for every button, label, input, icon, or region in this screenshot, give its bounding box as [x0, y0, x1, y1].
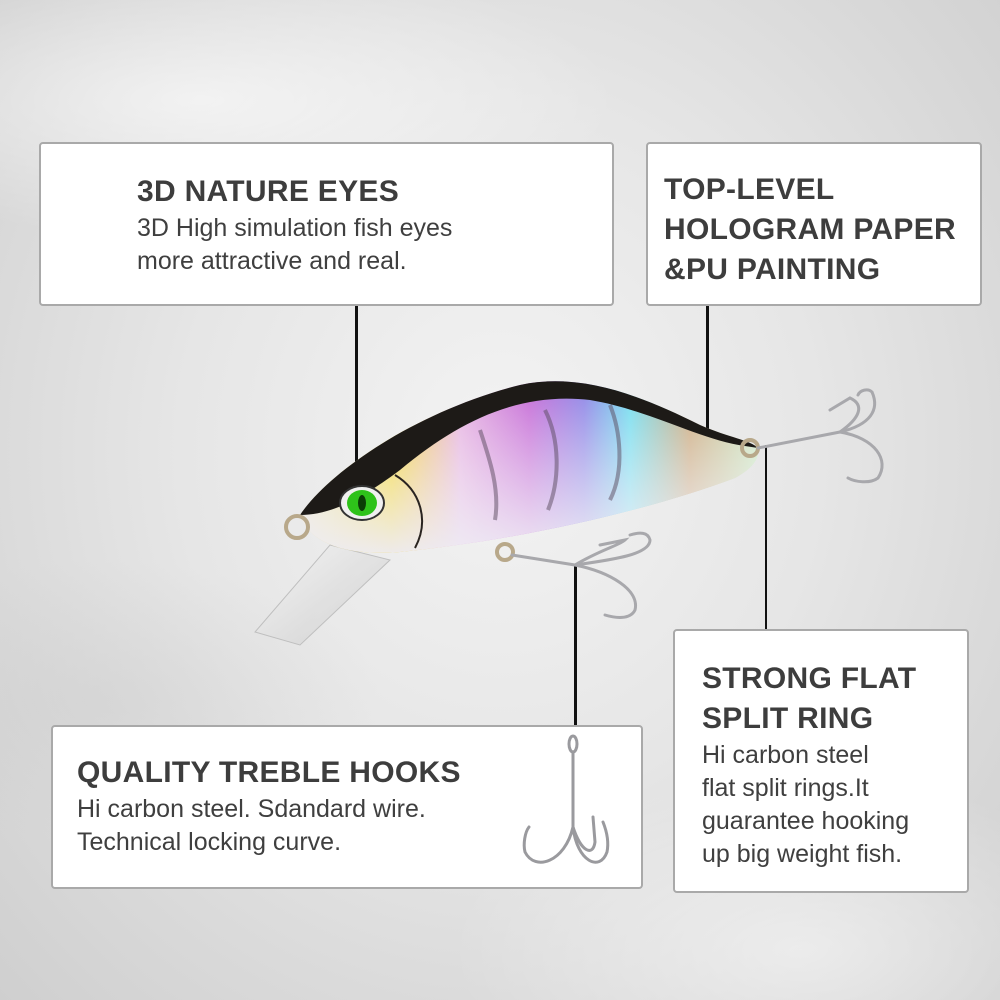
- connector-line-hologram: [706, 305, 709, 445]
- callout-body-line: Hi carbon steel: [702, 741, 869, 769]
- callout-hologram-paper: TOP-LEVEL HOLOGRAM PAPER &PU PAINTING: [646, 142, 982, 306]
- treble-hook-icon: [522, 734, 610, 864]
- callout-title-line: STRONG FLAT: [702, 662, 917, 695]
- callout-title: 3D NATURE EYES: [137, 175, 400, 208]
- callout-body-line: Technical locking curve.: [77, 828, 342, 856]
- callout-3d-nature-eyes: 3D NATURE EYES 3D High simulation fish e…: [39, 142, 614, 306]
- callout-title: QUALITY TREBLE HOOKS: [77, 756, 461, 789]
- callout-title-line: TOP-LEVEL: [664, 173, 835, 206]
- callout-title-line: &PU PAINTING: [664, 253, 881, 286]
- connector-line-eyes: [355, 305, 358, 495]
- connector-line-split-ring: [765, 445, 767, 630]
- callout-body-line: guarantee hooking: [702, 807, 910, 835]
- callout-body-line: Hi carbon steel. Sdandard wire.: [77, 795, 426, 823]
- callout-body-line: up big weight fish.: [702, 840, 903, 868]
- connector-line-hooks: [574, 565, 577, 725]
- callout-body-line: 3D High simulation fish eyes: [137, 214, 453, 242]
- callout-strong-flat-split-ring: STRONG FLAT SPLIT RING Hi carbon steel f…: [673, 629, 969, 893]
- callout-title-line: HOLOGRAM PAPER: [664, 213, 956, 246]
- callout-title-line: SPLIT RING: [702, 702, 874, 735]
- callout-body-line: more attractive and real.: [137, 247, 407, 275]
- fishing-lure-image: [254, 381, 884, 646]
- callout-body-line: flat split rings.It: [702, 774, 869, 802]
